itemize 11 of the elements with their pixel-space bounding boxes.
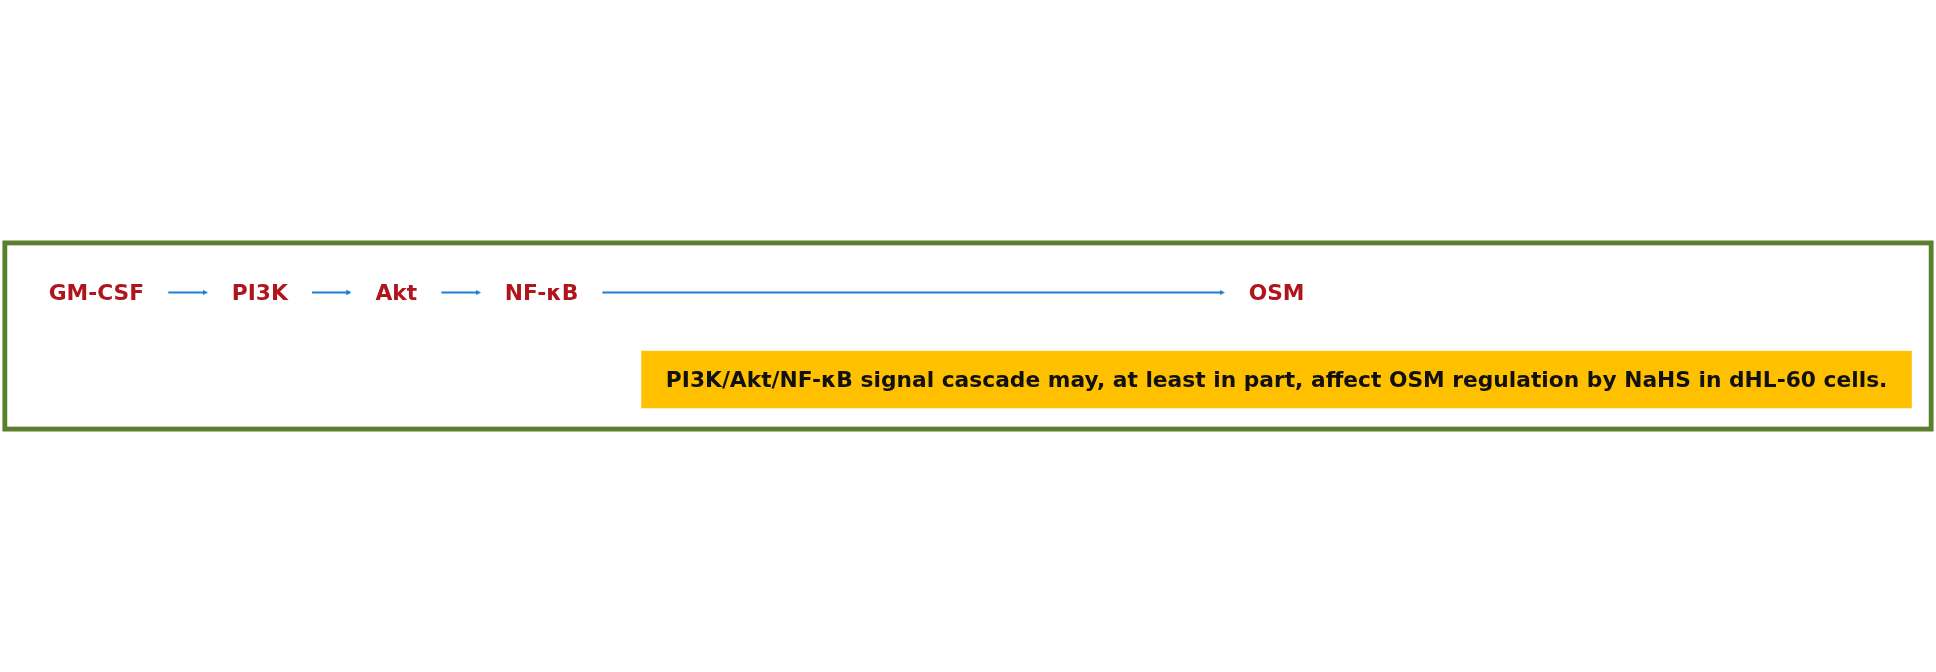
arrow (440, 289, 481, 296)
node-text: Akt (375, 279, 418, 305)
arrow (167, 289, 208, 296)
arrow (311, 289, 352, 296)
node-text: NF-κB (504, 279, 579, 305)
node-text: OSM (1248, 279, 1305, 305)
arrow (601, 289, 1225, 296)
node-text: PI3K (231, 279, 288, 305)
node-text: GM-CSF (48, 279, 145, 305)
node-box: PI3K/Akt/NF-κB signal cascade may, at least in part, affect OSM regulation by NaHS in dHL-60 cells. (641, 350, 1912, 409)
cluster (2, 240, 1934, 432)
